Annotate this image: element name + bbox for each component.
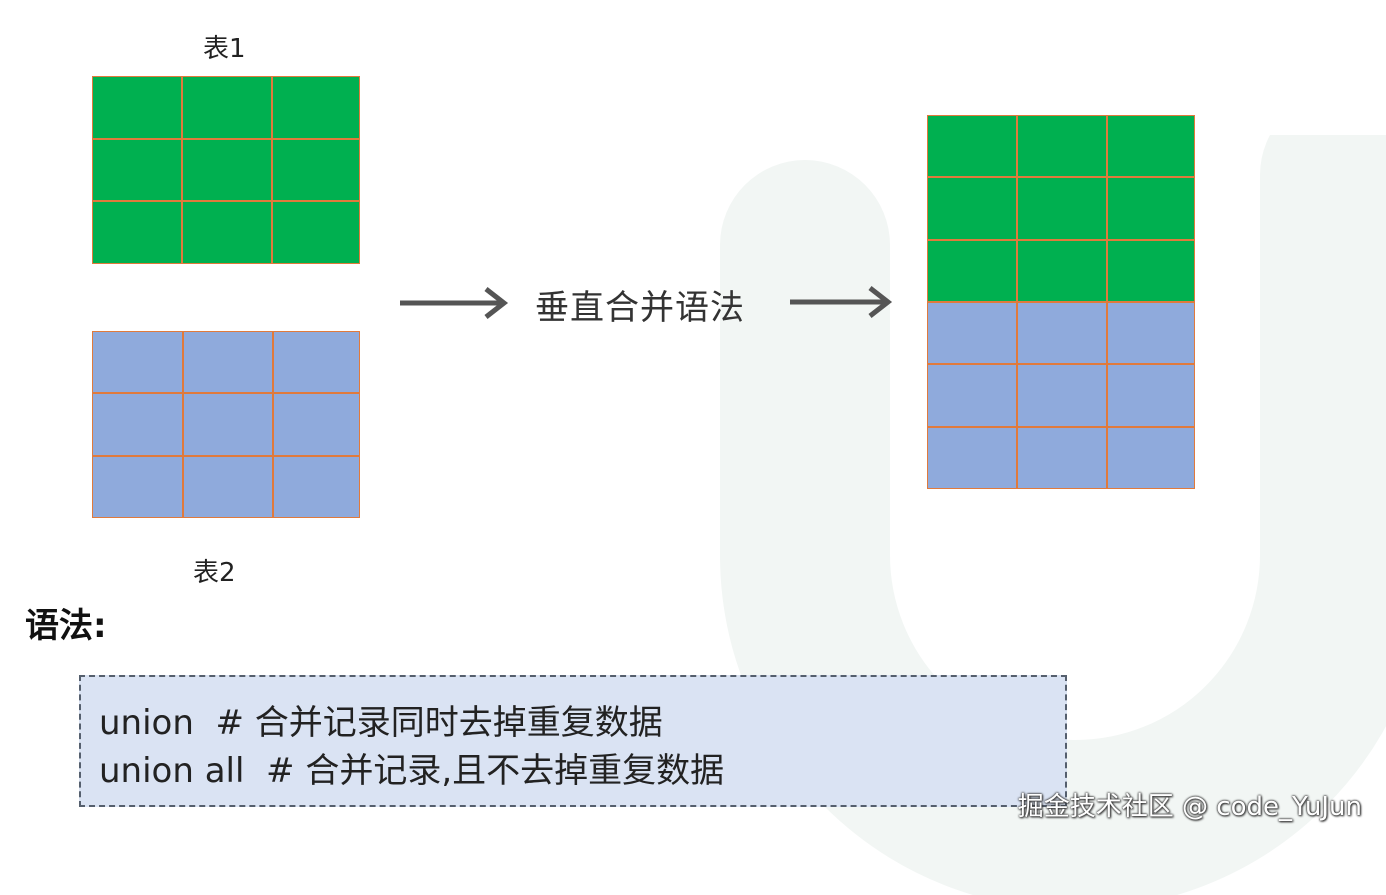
result-cell-blue [1018,365,1106,426]
table2-cell [274,332,359,393]
table2-cell [184,394,272,455]
table2-label: 表2 [193,558,236,588]
result-cell-green [1018,240,1106,301]
code-line-union-all: union all # 合并记录,且不去掉重复数据 [99,751,725,791]
result-cell-blue [928,302,1016,364]
table1-label: 表1 [203,34,246,64]
table1-cell [93,139,181,201]
table2-cell [184,456,272,517]
merge-label: 垂直合并语法 [535,288,745,328]
table1-cell [273,77,359,138]
result-cell-blue [1108,365,1194,426]
credit-watermark: 掘金技术社区 @ code_YuJun [1017,792,1362,822]
result-cell-green [1018,178,1106,239]
code-line-union: union # 合并记录同时去掉重复数据 [99,703,663,743]
result-cell-green [1108,116,1194,177]
result-cell-blue [1018,427,1106,488]
table2-cell [274,394,359,455]
result-cell-blue [1108,302,1194,364]
table1-cell [93,77,181,138]
table1-cell [183,77,271,138]
result-cell-blue [1108,427,1194,488]
syntax-heading: 语法: [25,606,107,646]
table1-cell [273,139,359,201]
result-cell-green [928,178,1016,239]
syntax-code-box: union # 合并记录同时去掉重复数据 union all # 合并记录,且不… [79,675,1067,807]
table2-cell [274,456,359,517]
table2-cell [93,332,182,393]
result-cell-green [928,240,1016,301]
arrow-right-icon [790,286,893,318]
table1-grid [92,76,360,264]
result-cell-blue [1018,302,1106,364]
table2-cell [184,332,272,393]
table2-cell [93,394,182,455]
table1-cell [183,202,271,263]
arrow-right-icon [400,287,509,319]
table1-cell [93,202,181,263]
result-table-grid [927,115,1195,489]
table2-grid [92,331,360,518]
table1-cell [183,139,271,201]
result-cell-green [1108,178,1194,239]
table2-cell [93,456,182,517]
result-cell-green [1018,116,1106,177]
result-cell-blue [928,427,1016,488]
result-cell-green [1108,240,1194,301]
table1-cell [273,202,359,263]
result-cell-blue [928,365,1016,426]
result-cell-green [928,116,1016,177]
